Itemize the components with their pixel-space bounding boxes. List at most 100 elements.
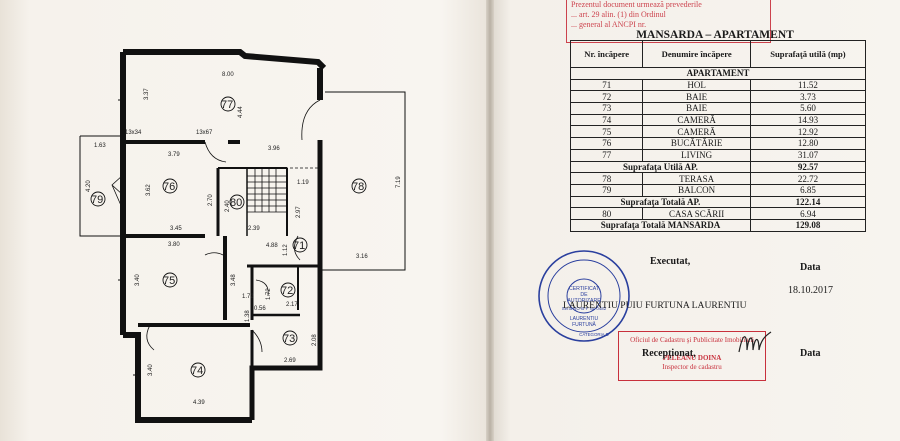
room-name-cell: BAIE [642, 102, 751, 115]
dim-label: 2.39 [248, 226, 260, 232]
floor-plan: 77 76 78 79 80 75 71 72 73 74 8.00 3.37 … [79, 49, 406, 423]
room-80: 80 [230, 197, 242, 209]
room-area-cell: 12.80 [749, 137, 867, 150]
room-78: 78 [352, 181, 364, 193]
table-section-row: APARTAMENT [570, 67, 866, 80]
stamp-text: AUTORIZARE [567, 298, 601, 304]
room-number-cell: 72 [569, 90, 644, 104]
total-label-cell: Suprafaţa Utilă AP. [570, 160, 751, 174]
room-area-cell: 6.94 [749, 207, 867, 220]
stamp-text: FURTUNĂ [572, 321, 596, 328]
room-name-cell: CAMERĂ [642, 125, 751, 139]
dim-label: 3.80 [168, 242, 180, 248]
room-name-cell: CASA SCĂRII [642, 207, 751, 220]
stamp-text: Seria RO-B-F Nr. 0482 [562, 306, 607, 311]
room-area-cell: 12.92 [749, 125, 867, 139]
executed-date: 18.10.2017 [788, 285, 833, 296]
dim-label: 2.40 [225, 200, 231, 212]
total-label-cell: Suprafaţa Totală AP. [570, 195, 751, 209]
dim-label: 1.38 [245, 310, 251, 322]
dim-label: 1.72 [266, 288, 272, 300]
executor-name: LAURENTIU PUIU FURTUNA LAURENTIU [563, 300, 747, 311]
dim-label: 2.70 [208, 194, 214, 206]
signature-icon [738, 331, 772, 353]
dim-label: 3.40 [148, 364, 154, 376]
left-page [0, 0, 490, 441]
dim-label: 4.88 [266, 243, 278, 249]
stamp-line: Oficiul de Cadastru şi Publicitate Imobi… [630, 336, 754, 344]
dim-label: 4.44 [238, 106, 244, 118]
dim-label: 3.37 [144, 88, 150, 100]
document-title: MANSARDA – APARTAMENT [636, 29, 794, 41]
room-73: 73 [283, 333, 295, 345]
dim-label: 3.79 [168, 152, 180, 158]
room-74: 74 [191, 365, 203, 377]
room-76: 76 [163, 181, 175, 193]
room-72: 72 [281, 285, 293, 297]
room-number-cell: 73 [569, 102, 644, 115]
dim-label: 8.00 [222, 72, 234, 78]
received-date-label: Data [800, 348, 821, 359]
dim-label: 3.40 [135, 274, 141, 286]
page-gutter [486, 0, 494, 441]
executed-date-label: Data [800, 262, 821, 273]
table-section-cell: APARTAMENT [570, 67, 866, 80]
dim-label: 3.16 [356, 254, 368, 260]
total-area-cell: 92.57 [749, 160, 867, 174]
room-number-cell: 71 [569, 78, 644, 92]
room-name-cell: HOL [642, 78, 751, 92]
room-79: 79 [91, 194, 103, 206]
executed-label: Executat, [650, 256, 691, 267]
room-area-cell: 3.73 [749, 90, 867, 104]
stamp-text: LAURENTIU [570, 316, 599, 322]
stamp-line: Prezentul document urmează prevederile [571, 0, 702, 9]
received-label: Recepţionat, [642, 348, 696, 359]
total-area-cell: 122.14 [749, 195, 867, 209]
stamp-line: PELEANU DOINA [662, 354, 722, 362]
authorization-round-stamp: CERTIFICAT DE AUTORIZARE Seria RO-B-F Nr… [538, 250, 630, 342]
dim-label: 1.19 [297, 180, 309, 186]
room-area-cell: 6.85 [749, 183, 867, 197]
room-name-cell: BAIE [642, 90, 751, 104]
room-number-cell: 76 [569, 137, 644, 150]
table-header-cell: Nr. încăpere [569, 40, 644, 68]
room-71: 71 [293, 240, 305, 252]
room-name-cell: BUCĂTĂRIE [642, 137, 751, 150]
dim-label: 3.62 [146, 184, 152, 196]
total-label-cell: Suprafaţa Totală MANSARDA [570, 218, 751, 232]
dim-label: 1.12 [283, 244, 289, 256]
room-75: 75 [163, 275, 175, 287]
room-area-cell: 5.60 [749, 102, 867, 115]
room-name-cell: CAMERĂ [642, 113, 751, 127]
room-77: 77 [221, 99, 233, 111]
room-number-cell: 77 [569, 148, 644, 162]
dim-label: 2.97 [296, 206, 302, 218]
dim-label: 2.17 [286, 302, 298, 308]
table-header-cell: Suprafaţă utilă (mp) [749, 40, 867, 68]
stamp-text: CERTIFICAT [569, 286, 600, 292]
room-number-cell: 78 [569, 172, 644, 185]
stamp-line: Inspector de cadastru [662, 363, 722, 371]
total-area-cell: 129.08 [749, 218, 867, 232]
dim-label: 0.56 [254, 306, 266, 312]
room-area-cell: 22.72 [749, 172, 867, 185]
room-name-cell: LIVING [642, 148, 751, 162]
room-area-cell: 31.07 [749, 148, 867, 162]
dim-label: 13x67 [196, 130, 213, 136]
dim-label: 3.45 [170, 226, 182, 232]
table-total-row: Suprafaţa Utilă AP.92.57 [570, 160, 867, 174]
dim-label: 3.96 [268, 146, 280, 152]
stamp-line: ... art. 29 alin. (1) din Ordinul [571, 10, 666, 19]
room-area-cell: 14.93 [749, 113, 867, 127]
